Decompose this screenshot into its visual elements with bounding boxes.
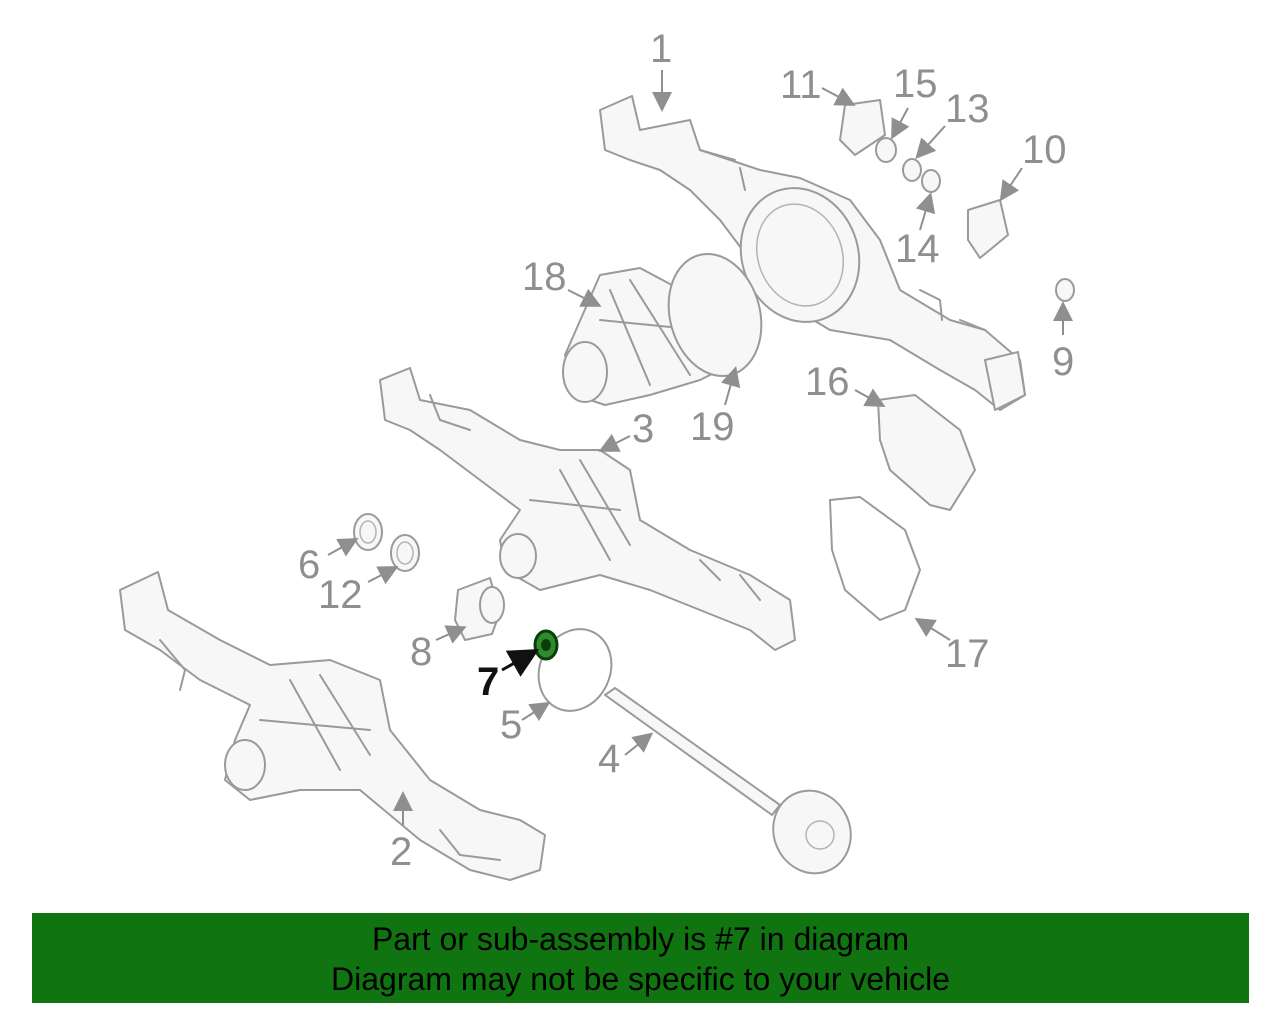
callout-19: 19 — [690, 405, 735, 449]
cover-16-shape — [877, 394, 976, 511]
differential-carrier-18-shape — [562, 252, 763, 406]
axle-housing-1-shape — [599, 95, 1026, 411]
callout-13: 13 — [945, 87, 990, 131]
callout-16: 16 — [805, 360, 850, 404]
gasket-17-shape — [829, 496, 921, 621]
callout-8: 8 — [410, 630, 432, 674]
callout-1: 1 — [650, 27, 672, 71]
plate-10-shape — [967, 199, 1009, 259]
axle-shaft-4-shape — [604, 687, 852, 875]
callout-5: 5 — [500, 703, 522, 747]
seal-9-shape — [1055, 278, 1075, 302]
info-banner: Part or sub-assembly is #7 in diagram Di… — [32, 913, 1249, 1003]
banner-line-2: Diagram may not be specific to your vehi… — [331, 961, 950, 997]
callout-4: 4 — [598, 737, 620, 781]
callout-11: 11 — [780, 63, 822, 107]
callout-3: 3 — [632, 407, 654, 451]
axle-housing-2-shape — [119, 571, 546, 881]
callout-6: 6 — [298, 543, 320, 587]
banner-line-1: Part or sub-assembly is #7 in diagram — [371, 921, 910, 957]
axle-parts-diagram: 1 2 3 4 5 6 7 8 9 10 11 12 13 14 15 16 1… — [119, 27, 1075, 881]
plate-11-shape — [839, 99, 886, 156]
bearing-12-shape — [390, 534, 420, 572]
callout-2: 2 — [390, 830, 412, 874]
callout-12: 12 — [318, 573, 363, 617]
callout-10: 10 — [1022, 128, 1067, 172]
callout-15: 15 — [893, 62, 938, 106]
seal-6-shape — [353, 513, 383, 551]
callout-14: 14 — [895, 227, 940, 271]
callout-9: 9 — [1052, 340, 1074, 384]
callout-7: 7 — [477, 660, 499, 704]
washer-13-shape — [902, 158, 922, 182]
axle-housing-3-shape — [379, 367, 796, 651]
bearing-retainer-8-shape — [454, 577, 505, 641]
washer-14-shape — [921, 169, 941, 193]
callout-18: 18 — [522, 255, 567, 299]
seal-15-shape — [875, 137, 897, 163]
callout-17: 17 — [945, 632, 990, 676]
